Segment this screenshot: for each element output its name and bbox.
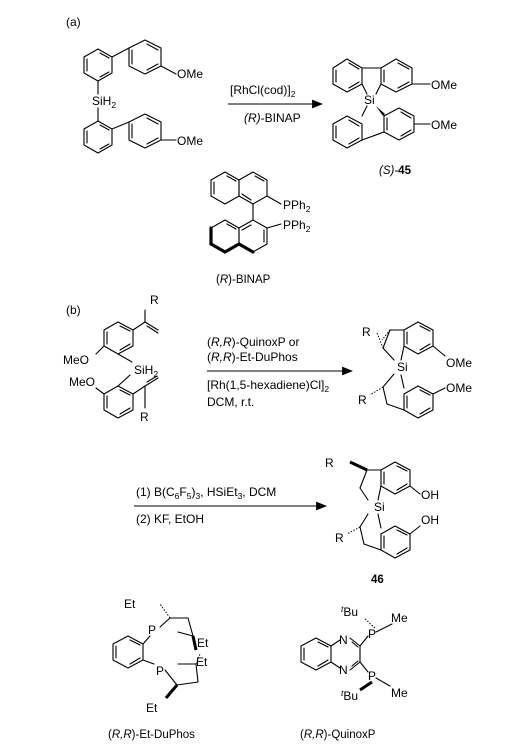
reagent-b2-line2: (2) KF, EtOH: [136, 512, 204, 526]
reactant-b-structure: [95, 309, 159, 419]
product-b1-ome-bottom: OMe: [446, 381, 472, 395]
product-b1-ome-top: OMe: [446, 356, 472, 370]
reagent-b2-line1: (1) B(C6F5)3, HSiEt3, DCM: [136, 485, 276, 501]
binap-pph2-top: PPh2: [283, 198, 311, 214]
section-b-label: (b): [66, 303, 81, 317]
product-46-r-bottom: R: [335, 531, 344, 545]
product-a-structure: [332, 58, 431, 149]
product-a-label: (S)-45: [379, 165, 412, 177]
duphos-et-4: Et: [146, 701, 158, 715]
product-b1-structure: [369, 321, 446, 419]
quinoxp-n-bottom: N: [339, 663, 348, 677]
quinoxp-n-top: N: [339, 633, 348, 647]
reactant-b-silane: SiH2: [134, 363, 158, 379]
reactant-b-r-bottom: R: [140, 410, 149, 424]
reagent-a-catalyst: [RhCl(cod)]2: [230, 83, 296, 99]
reactant-b-meo-bottom: MeO: [69, 375, 95, 389]
section-a-label: (a): [66, 15, 81, 29]
product-a-ome-bottom: OMe: [431, 118, 457, 132]
quinoxp-tbu-bottom: tBu: [341, 688, 358, 703]
quinoxp-me-bottom: Me: [391, 686, 408, 700]
reactant-a-silane: SiH2: [92, 94, 116, 110]
reagent-a-ligand: (R)-BINAP: [244, 111, 301, 125]
reactant-a-ome-top: OMe: [177, 67, 203, 81]
reactant-b-r-top: R: [150, 293, 159, 307]
quinoxp-p-top: P: [368, 627, 376, 641]
product-b1-r-bottom: R: [358, 393, 367, 407]
duphos-label: (R,R)-Et-DuPhos: [108, 729, 195, 741]
quinoxp-label: (R,R)-QuinoxP: [300, 729, 376, 741]
product-46-oh-bottom: OH: [421, 513, 439, 527]
duphos-et-2: Et: [197, 636, 209, 650]
duphos-p-bottom: P: [156, 664, 164, 678]
product-46-structure: [346, 460, 421, 559]
binap-label: (R)-BINAP: [216, 274, 271, 286]
duphos-et-3: Et: [196, 655, 208, 669]
reagent-b-line2: (R,R)-Et-DuPhos: [207, 350, 298, 364]
quinoxp-tbu-top: tBu: [341, 604, 358, 619]
product-46-r-top: R: [325, 456, 334, 470]
duphos-structure: [112, 603, 201, 699]
duphos-p-top: P: [148, 623, 156, 637]
duphos-et-1: Et: [124, 597, 136, 611]
quinoxp-p-bottom: P: [368, 669, 376, 683]
quinoxp-me-top: Me: [391, 611, 408, 625]
reagent-b-line4: DCM, r.t.: [207, 395, 254, 409]
reactant-a-ome-bottom: OMe: [177, 134, 203, 148]
binap-pph2-bottom: PPh2: [283, 218, 311, 234]
product-b1-si: Si: [397, 360, 408, 374]
reagent-b-line3: [Rh(1,5-hexadiene)Cl]2: [207, 378, 329, 394]
product-a-ome-top: OMe: [431, 78, 457, 92]
product-46-si: Si: [374, 500, 385, 514]
product-46-oh-top: OH: [421, 488, 439, 502]
reactant-a-structure: [83, 39, 177, 154]
binap-structure: [209, 171, 282, 254]
product-46-label: 46: [371, 574, 384, 586]
product-b1-r-top: R: [362, 325, 371, 339]
quinoxp-structure: [300, 617, 393, 692]
reagent-b-line1: (R,R)-QuinoxP or: [207, 335, 299, 349]
product-a-si: Si: [364, 93, 375, 107]
reactant-b-meo-top: MeO: [63, 353, 89, 367]
